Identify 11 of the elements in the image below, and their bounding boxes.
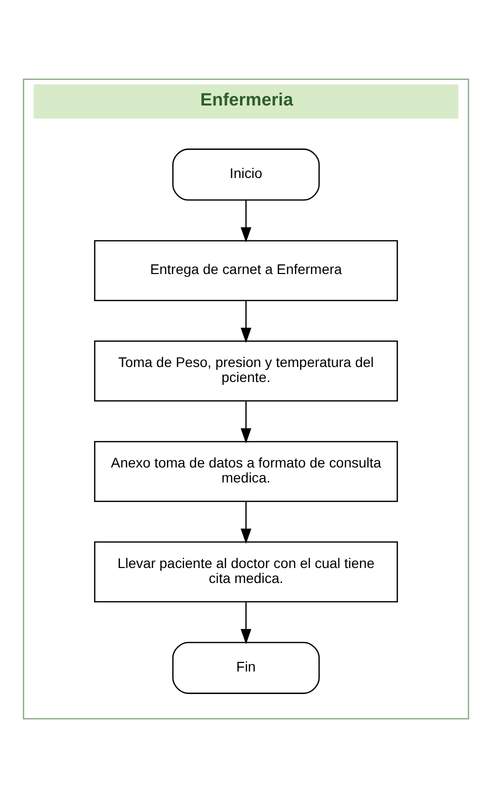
arrow xyxy=(240,501,252,544)
arrow xyxy=(240,200,252,242)
node-box: Entrega de carnet a Enfermera xyxy=(94,240,398,301)
node-box: Anexo toma de datos a formato de consulta medica. xyxy=(94,440,398,502)
node-box: Inicio xyxy=(172,148,320,200)
arrow xyxy=(240,602,252,644)
node-box: Fin xyxy=(172,641,320,694)
arrow xyxy=(240,300,252,343)
node-box: Toma de Peso, presion y temperatura del pciente. xyxy=(94,340,398,402)
node-box: Llevar paciente al doctor con el cual tiene cita medica. xyxy=(94,540,398,602)
arrow xyxy=(240,400,252,443)
